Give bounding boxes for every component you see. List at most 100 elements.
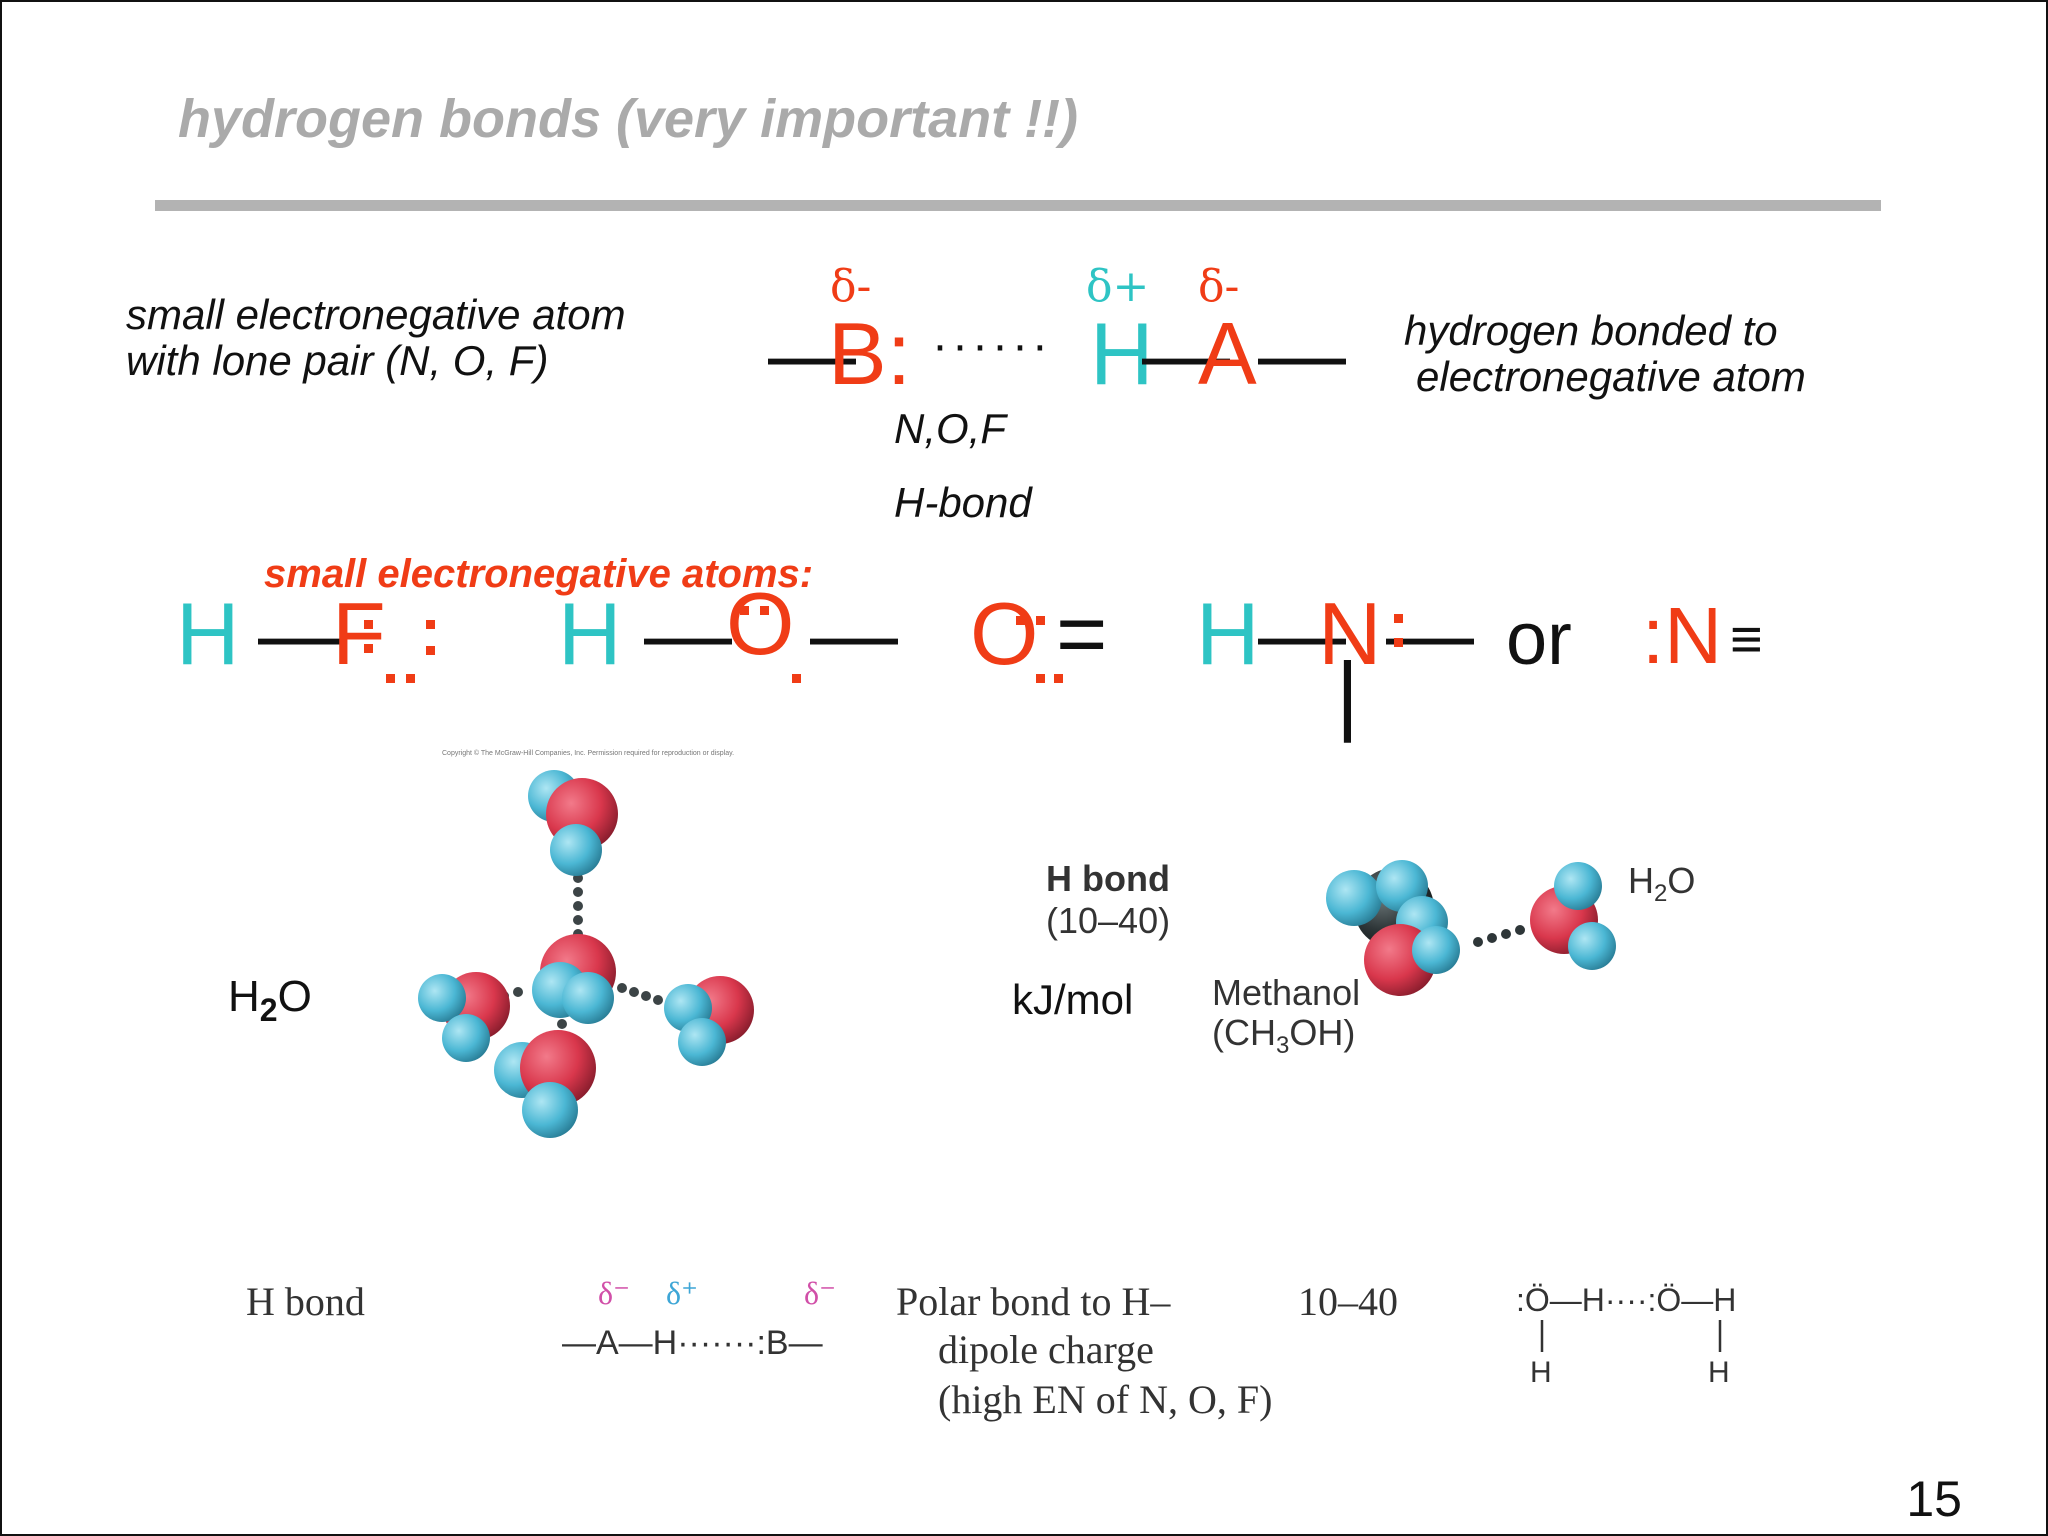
ho-h: H	[558, 584, 622, 683]
lone-pair-dot	[1394, 614, 1403, 623]
table-structure: —A—H·······:B—	[562, 1324, 823, 1362]
hbond-dot	[573, 915, 583, 925]
lone-pair-dot	[1036, 616, 1045, 625]
lone-pair-dot	[1016, 616, 1025, 625]
kj-label: kJ/mol	[1012, 976, 1134, 1023]
n-triple-n: :N	[1642, 591, 1722, 680]
delta-minus-b: δ-	[830, 261, 872, 312]
atom-a: A	[1198, 304, 1257, 403]
hydrogen-atom	[442, 1014, 490, 1062]
lone-pair-dot	[1036, 674, 1045, 683]
h2o-label-h: H	[1628, 860, 1654, 901]
bond-right: —	[1258, 304, 1346, 403]
table-desc-line3: (high EN of N, O, F)	[938, 1377, 1273, 1422]
hbond-dot	[573, 901, 583, 911]
hf-h: H	[176, 584, 240, 683]
or-text: or	[1506, 597, 1572, 680]
ho-bond: —	[644, 584, 732, 683]
hbond-label: H-bond	[894, 479, 1032, 526]
slide-title: hydrogen bonds (very important !!)	[178, 89, 1079, 149]
bond-mid: —	[1142, 304, 1230, 403]
atom-h: H	[1090, 304, 1154, 403]
hbond-dot	[1515, 925, 1525, 935]
methanol-formula-pre: (CH	[1212, 1012, 1276, 1053]
lone-pair-dot	[792, 674, 801, 683]
hbond-dot	[1501, 929, 1511, 939]
odbl-bond: =	[1056, 584, 1108, 683]
hydrogen-atom	[1412, 926, 1460, 974]
lone-pair-dot	[364, 620, 373, 629]
hbond-dot	[557, 1019, 567, 1029]
right-label-line2: electronegative atom	[1416, 353, 1806, 400]
water-label-o: O	[277, 972, 312, 1021]
water-label: H2O	[228, 972, 312, 1029]
lone-pair-dot	[740, 606, 749, 615]
hbond-dot	[513, 987, 523, 997]
lone-pair-dot	[426, 620, 435, 629]
hbond-dot	[653, 995, 663, 1005]
methanol-formula-sub: 3	[1275, 1032, 1290, 1060]
h2o-label-sub: 2	[1654, 880, 1668, 908]
table-delta-b: δ⁻	[804, 1275, 836, 1311]
hf-f: F	[332, 584, 386, 683]
table-type: H bond	[246, 1279, 365, 1324]
left-label-line1: small electronegative atom	[126, 291, 626, 338]
lone-pair-dot	[386, 674, 395, 683]
delta-plus-h: δ+	[1086, 261, 1150, 312]
lone-pair-dot	[426, 646, 435, 655]
n-triple-bond: ≡	[1730, 607, 1763, 670]
methanol-water-illustration	[1326, 860, 1616, 996]
lone-pair-dot	[1054, 674, 1063, 683]
hbond-dot	[1487, 933, 1497, 943]
hn-h: H	[1196, 584, 1260, 683]
lone-pair-dot	[364, 644, 373, 653]
ho-o: O	[726, 574, 795, 673]
hydrogen-atom	[562, 972, 614, 1024]
hn-n: N	[1318, 584, 1382, 683]
atom-b: B:	[828, 304, 912, 403]
table-desc-line2: dipole charge	[938, 1327, 1154, 1372]
table-example-bonds	[1540, 1320, 1722, 1352]
hn-bond-down: |	[1336, 644, 1359, 743]
table-desc-line1: Polar bond to H–	[896, 1279, 1171, 1324]
hn-bond2: —	[1386, 584, 1474, 683]
hbond-dot	[617, 983, 627, 993]
hydrogen-atom	[418, 974, 466, 1022]
methanol-formula: (CH3OH)	[1212, 1012, 1355, 1060]
title-divider	[155, 200, 1881, 211]
hbond-dots: ······	[932, 319, 1052, 372]
table-example: :Ö—H····:Ö—H	[1516, 1282, 1737, 1318]
page-number: 15	[1906, 1471, 1962, 1527]
hydrogen-atom	[678, 1018, 726, 1066]
water-label-h: H	[228, 972, 260, 1021]
hbond-dot	[629, 987, 639, 997]
right-label-line1: hydrogen bonded to	[1404, 307, 1778, 354]
methanol-label: Methanol	[1212, 972, 1361, 1013]
methanol-formula-post: OH)	[1289, 1012, 1356, 1053]
hydrogen-atom	[522, 1082, 578, 1138]
lone-pair-dot	[760, 606, 769, 615]
table-delta-a: δ⁻	[598, 1275, 630, 1311]
hn-bond: —	[1258, 584, 1346, 683]
hbond-dot	[1473, 937, 1483, 947]
hydrogen-atom	[1326, 870, 1382, 926]
hbond-dot	[573, 887, 583, 897]
table-delta-h: δ⁺	[666, 1275, 698, 1311]
hbond-dot	[641, 991, 651, 1001]
delta-minus-a: δ-	[1198, 261, 1240, 312]
table-energy: 10–40	[1298, 1279, 1398, 1324]
table-example-h1: H	[1530, 1356, 1552, 1389]
copyright-note: Copyright © The McGraw-Hill Companies, I…	[442, 750, 735, 757]
bond-left: —	[768, 304, 856, 403]
table-example-h2: H	[1708, 1356, 1730, 1389]
hydrogen-atom	[1568, 922, 1616, 970]
water-cluster-illustration	[418, 770, 754, 1138]
nof-label: N,O,F	[894, 405, 1006, 452]
hbond-fig-range: (10–40)	[1046, 900, 1171, 941]
water-label-sub: 2	[259, 991, 278, 1028]
lone-pair-dot	[406, 674, 415, 683]
atoms-heading: small electronegative atoms:	[264, 552, 814, 596]
hydrogen-atom	[550, 824, 602, 876]
h2o-label-o: O	[1667, 860, 1696, 901]
